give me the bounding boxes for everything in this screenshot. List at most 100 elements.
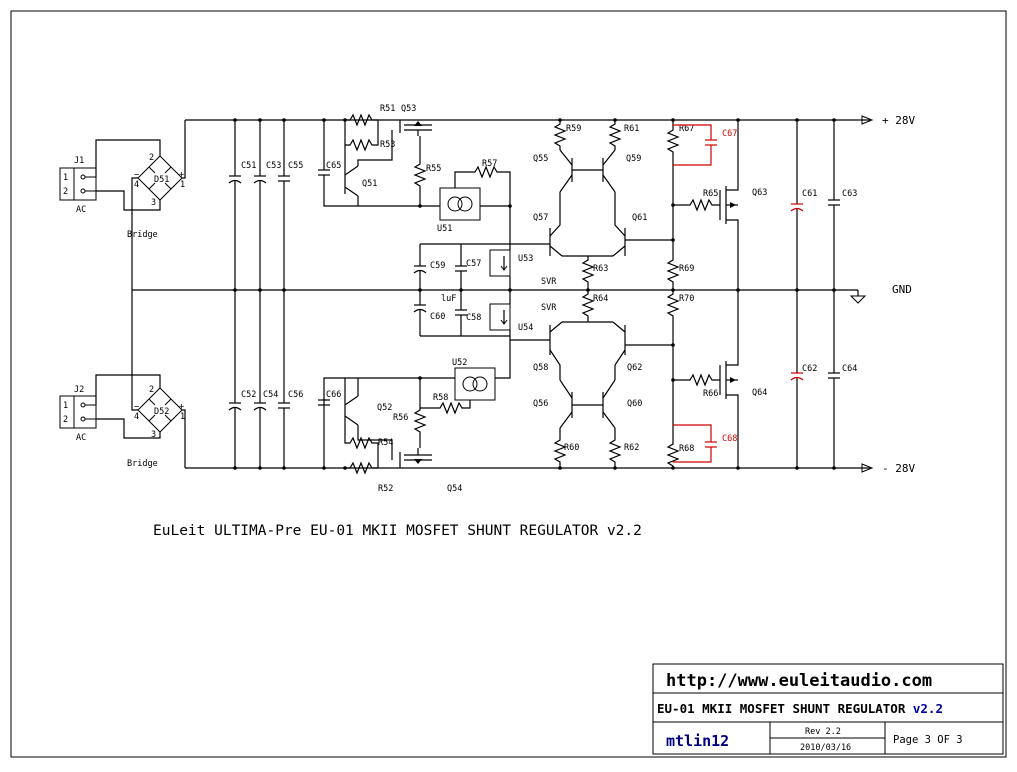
input-caps-positive: C51 C53 C55 <box>228 120 303 290</box>
ground-rail: GND <box>185 283 912 304</box>
svg-text:SVR: SVR <box>541 303 557 313</box>
svg-text:C65: C65 <box>326 161 341 171</box>
svg-text:C66: C66 <box>326 390 341 400</box>
svg-text:C68: C68 <box>722 434 737 444</box>
svg-text:R62: R62 <box>624 443 639 453</box>
lower-pre-regulator: C66 Q52 R54 R52 Q54 R56 U52 R58 <box>318 340 511 494</box>
svg-text:luF: luF <box>441 294 456 304</box>
svg-text:+: + <box>179 170 184 180</box>
svg-text:−: − <box>134 402 139 412</box>
reference-section: C59 C57 U53 SVR C60 luF C58 U54 SVR <box>413 206 557 340</box>
svg-text:Q55: Q55 <box>533 154 548 164</box>
svg-text:R51: R51 <box>380 104 395 114</box>
svg-text:C55: C55 <box>288 161 303 171</box>
svg-text:R67: R67 <box>679 124 694 134</box>
svg-text:C51: C51 <box>241 161 256 171</box>
svg-text:R53: R53 <box>380 140 395 150</box>
svg-text:1: 1 <box>180 180 185 190</box>
svg-text:Q56: Q56 <box>533 399 548 409</box>
svg-text:Q61: Q61 <box>632 213 647 223</box>
svg-text:D51: D51 <box>154 175 169 185</box>
svg-text:Q51: Q51 <box>362 179 377 189</box>
cap-c67: C67 <box>673 124 737 166</box>
connector-j2: J2 1 2 AC <box>59 374 161 443</box>
output-caps: C61 C63 C62 C64 <box>790 120 857 468</box>
svg-text:C54: C54 <box>263 390 278 400</box>
negative-rail-label: - 28V <box>882 462 915 475</box>
svg-text:Q64: Q64 <box>752 388 767 398</box>
svg-text:2: 2 <box>149 153 154 163</box>
svg-text:2: 2 <box>63 187 68 197</box>
svg-text:R54: R54 <box>378 438 393 448</box>
svg-text:Q57: Q57 <box>533 213 548 223</box>
svg-text:4: 4 <box>134 180 139 190</box>
revision: Rev 2.2 <box>805 727 841 737</box>
svg-text:C58: C58 <box>466 313 481 323</box>
svg-text:R69: R69 <box>679 264 694 274</box>
bridge-d51: D51 2 4 3 1 − + Bridge <box>127 120 186 291</box>
svg-text:C61: C61 <box>802 189 817 199</box>
svg-text:C56: C56 <box>288 390 303 400</box>
svg-text:R58: R58 <box>433 393 448 403</box>
svg-text:R65: R65 <box>703 189 718 199</box>
svg-text:3: 3 <box>151 430 156 440</box>
svg-text:Q53: Q53 <box>401 104 416 114</box>
negative-rail: - 28V <box>185 462 915 475</box>
svg-text:C67: C67 <box>722 129 737 139</box>
svg-text:C57: C57 <box>466 259 481 269</box>
svg-text:Q59: Q59 <box>626 154 641 164</box>
svg-text:U53: U53 <box>518 254 533 264</box>
svg-text:C52: C52 <box>241 390 256 400</box>
svg-text:AC: AC <box>76 205 86 215</box>
input-caps-negative: C52 C54 C56 <box>228 290 303 468</box>
svg-text:C60: C60 <box>430 312 445 322</box>
svg-text:2: 2 <box>63 415 68 425</box>
output-mosfet-q63: R65 Q63 <box>673 120 767 290</box>
svg-text:Q58: Q58 <box>533 363 548 373</box>
sheet-name: EU-01 MKII MOSFET SHUNT REGULATOR v2.2 <box>657 701 943 716</box>
svg-text:R68: R68 <box>679 444 694 454</box>
svg-text:D52: D52 <box>154 407 169 417</box>
svg-text:R61: R61 <box>624 124 639 134</box>
svg-text:R60: R60 <box>564 443 579 453</box>
page-number: Page 3 OF 3 <box>893 734 963 746</box>
svg-text:R55: R55 <box>426 164 441 174</box>
author-name: mtlin12 <box>666 732 729 750</box>
positive-rail-label: + 28V <box>882 114 915 127</box>
svg-text:R52: R52 <box>378 484 393 494</box>
svg-text:AC: AC <box>76 433 86 443</box>
svg-text:C63: C63 <box>842 189 857 199</box>
upper-pre-regulator: C65 R51 R53 Q51 Q53 R55 U51 R57 <box>318 104 512 234</box>
positive-rail: + 28V <box>185 114 915 127</box>
lower-error-amplifier: R64 Q58 Q62 Q56 Q60 R60 R62 <box>510 290 673 468</box>
svg-text:U52: U52 <box>452 358 467 368</box>
svg-text:2: 2 <box>149 385 154 395</box>
svg-text:J2: J2 <box>74 385 84 395</box>
upper-error-amplifier: R59 R61 Q55 Q59 Q57 Q61 R63 <box>510 120 673 290</box>
bridge-d52: D52 2 4 3 1 − + Bridge <box>127 290 186 469</box>
svg-text:U54: U54 <box>518 323 533 333</box>
svg-text:+: + <box>179 402 184 412</box>
svg-text:1: 1 <box>180 412 185 422</box>
svg-text:R70: R70 <box>679 294 694 304</box>
svg-text:J1: J1 <box>74 156 84 166</box>
svg-text:4: 4 <box>134 412 139 422</box>
sheet-border <box>10 10 1007 758</box>
title-block: http://www.euleitaudio.com EU-01 MKII MO… <box>652 663 1004 755</box>
output-mosfet-q64: R66 Q64 <box>673 290 767 468</box>
feedback-divider: R67 R69 R70 R68 <box>666 120 694 468</box>
website-url: http://www.euleitaudio.com <box>666 671 932 691</box>
svg-text:1: 1 <box>63 173 68 183</box>
svg-text:Q54: Q54 <box>447 484 462 494</box>
svg-text:C53: C53 <box>266 161 281 171</box>
svg-text:3: 3 <box>151 198 156 208</box>
svg-text:C59: C59 <box>430 261 445 271</box>
svg-text:R57: R57 <box>482 159 497 169</box>
svg-text:R64: R64 <box>593 294 608 304</box>
svg-text:R63: R63 <box>593 264 608 274</box>
svg-text:Bridge: Bridge <box>127 230 158 240</box>
svg-text:Q62: Q62 <box>627 363 642 373</box>
svg-text:U51: U51 <box>437 224 452 234</box>
